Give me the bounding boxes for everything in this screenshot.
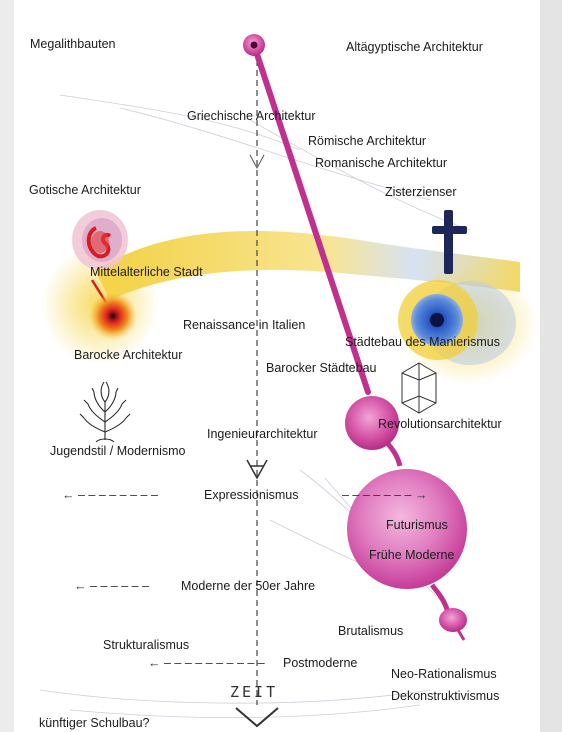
label-futurismus: Futurismus bbox=[386, 518, 448, 533]
label-mittelalterliche-stadt: Mittelalterliche Stadt bbox=[90, 265, 203, 280]
label-staedtebau-des-manierismus: Städtebau des Manierismus bbox=[345, 335, 500, 350]
pendulum-tip-end bbox=[458, 630, 464, 640]
label-kuenftiger-schulbau: künftiger Schulbau? bbox=[39, 716, 150, 731]
label-postmoderne: Postmoderne bbox=[283, 656, 357, 671]
label-barocker-staedtebau: Barocker Städtebau bbox=[266, 361, 377, 376]
label-zeit: ZEIT bbox=[230, 683, 278, 701]
dash-postmoderne-left: ← – – – – – – – – – – bbox=[148, 656, 265, 671]
label-ingenieurarchitektur: Ingenieurarchitektur bbox=[207, 427, 317, 442]
label-barocke-architektur: Barocke Architektur bbox=[74, 348, 182, 363]
dash-expressionismus-left: ← – – – – – – – – bbox=[62, 488, 158, 503]
label-gotische-architektur: Gotische Architektur bbox=[29, 183, 141, 198]
ear-shape-icon bbox=[72, 210, 128, 270]
dash-moderne-left: ← – – – – – – bbox=[74, 579, 149, 594]
label-expressionismus: Expressionismus bbox=[204, 488, 298, 503]
label-revolutionsarchitektur: Revolutionsarchitektur bbox=[378, 417, 502, 432]
label-griechische-architektur: Griechische Architektur bbox=[187, 109, 316, 124]
label-roemische-architektur: Römische Architektur bbox=[308, 134, 426, 149]
label-moderne-der-50er-jahre: Moderne der 50er Jahre bbox=[181, 579, 315, 594]
pendulum-tip bbox=[439, 608, 467, 632]
label-renaissance-in-italien: Renaissance in Italien bbox=[183, 318, 305, 333]
pendulum-tail bbox=[432, 585, 448, 612]
label-neo-rationalismus: Neo-Rationalismus bbox=[391, 667, 497, 682]
label-megalithbauten: Megalithbauten bbox=[30, 37, 115, 52]
label-romanische-architektur: Romanische Architektur bbox=[315, 156, 447, 171]
label-jugendstil-modernismo: Jugendstil / Modernismo bbox=[50, 444, 185, 459]
pendulum-pivot-core bbox=[251, 42, 258, 49]
label-zisterzienser: Zisterzienser bbox=[385, 185, 457, 200]
label-strukturalismus: Strukturalismus bbox=[103, 638, 189, 653]
tree-icon bbox=[80, 382, 130, 442]
label-dekonstruktivismus: Dekonstruktivismus bbox=[391, 689, 499, 704]
pendulum-neck bbox=[388, 444, 400, 466]
barock-dot bbox=[89, 292, 137, 340]
crystal-icon bbox=[402, 363, 436, 413]
label-fruehe-moderne: Frühe Moderne bbox=[369, 548, 454, 563]
label-brutalismus: Brutalismus bbox=[338, 624, 403, 639]
label-altaegyptische-architektur: Altägyptische Architektur bbox=[346, 40, 483, 55]
dash-expressionismus-right: – – – – – – – → bbox=[342, 488, 427, 503]
